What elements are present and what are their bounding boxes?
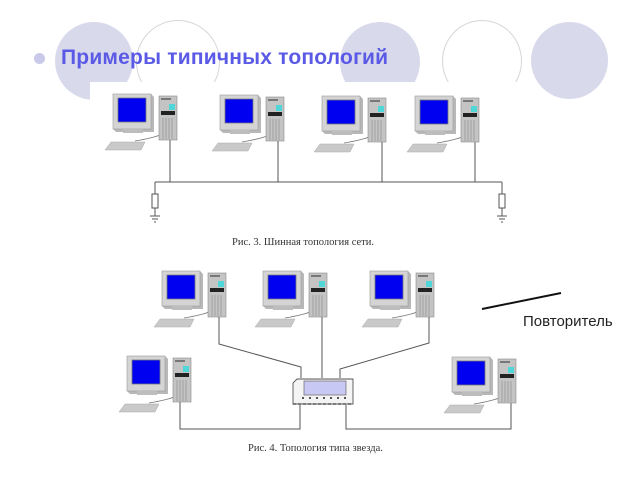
- computer-icon: [153, 270, 227, 328]
- terminator-icon: [496, 181, 508, 223]
- decor-circle-3: [531, 22, 608, 99]
- title-row: Примеры типичных топологий: [34, 46, 388, 70]
- callout-pointer: [481, 292, 562, 310]
- computer-icon: [254, 270, 328, 328]
- star-topology: [118, 270, 517, 430]
- hub-icon: [292, 378, 354, 405]
- computer-icon: [361, 270, 435, 328]
- star-caption: Рис. 4. Топология типа звезда.: [248, 443, 383, 454]
- computer-icon: [406, 95, 480, 153]
- bus-caption: Рис. 3. Шинная топология сети.: [232, 237, 375, 248]
- star-link-1: [218, 312, 302, 378]
- star-link-3: [339, 312, 430, 378]
- computer-icon: [211, 94, 285, 152]
- computer-icon: [104, 93, 178, 151]
- terminator-icon: [149, 181, 161, 223]
- bus-topology: [104, 93, 508, 223]
- slide-title: Примеры типичных топологий: [61, 46, 389, 69]
- bullet-icon: [34, 52, 45, 64]
- computer-icon: [313, 95, 387, 153]
- computer-icon: [443, 356, 517, 414]
- star-link-4: [179, 397, 301, 430]
- repeater-label: Повторитель: [523, 313, 613, 330]
- star-link-5: [345, 397, 512, 430]
